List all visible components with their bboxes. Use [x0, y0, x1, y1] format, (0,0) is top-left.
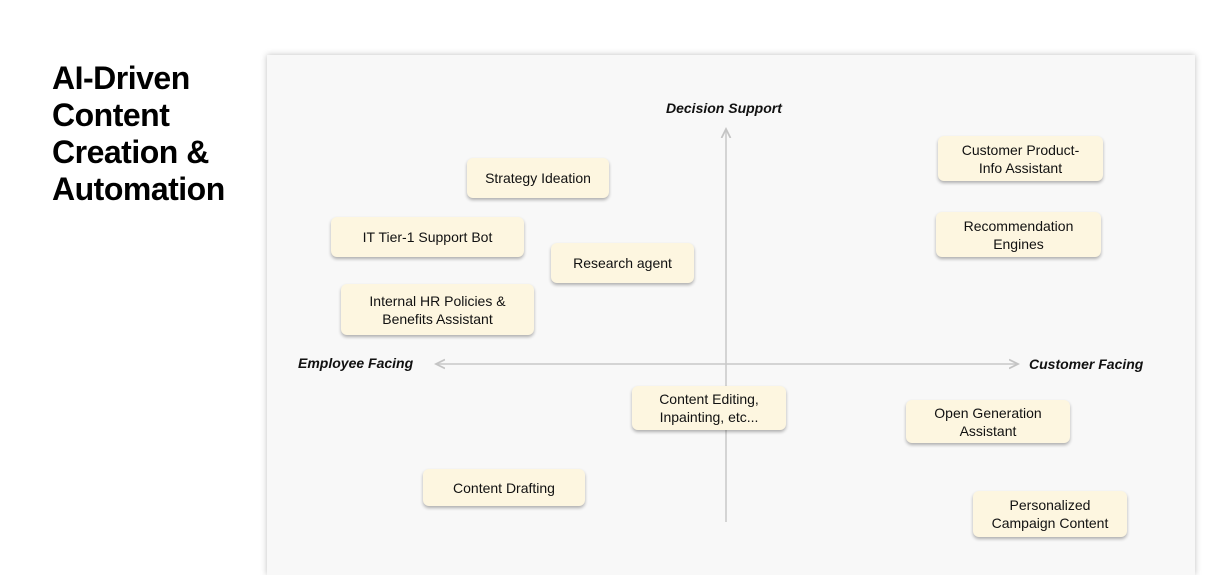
card-hr-assistant: Internal HR Policies & Benefits Assistan… [341, 284, 534, 335]
card-research-agent: Research agent [551, 243, 694, 283]
card-recommendation-engines: Recommendation Engines [936, 212, 1101, 257]
card-content-drafting: Content Drafting [423, 469, 585, 506]
axis-label-decision-support: Decision Support [666, 100, 782, 116]
axes [0, 0, 1220, 522]
card-open-generation: Open Generation Assistant [906, 400, 1070, 443]
card-it-support-bot: IT Tier-1 Support Bot [331, 217, 524, 257]
axis-label-employee-facing: Employee Facing [298, 355, 414, 371]
card-content-editing: Content Editing, Inpainting, etc... [632, 386, 786, 430]
card-customer-product-info: Customer Product- Info Assistant [938, 136, 1103, 181]
card-strategy-ideation: Strategy Ideation [467, 158, 609, 198]
axis-label-customer-facing: Customer Facing [1029, 356, 1144, 372]
slide-title: AI-Driven Content Creation & Automation [52, 60, 225, 207]
card-personalized-campaign: Personalized Campaign Content [973, 491, 1127, 537]
